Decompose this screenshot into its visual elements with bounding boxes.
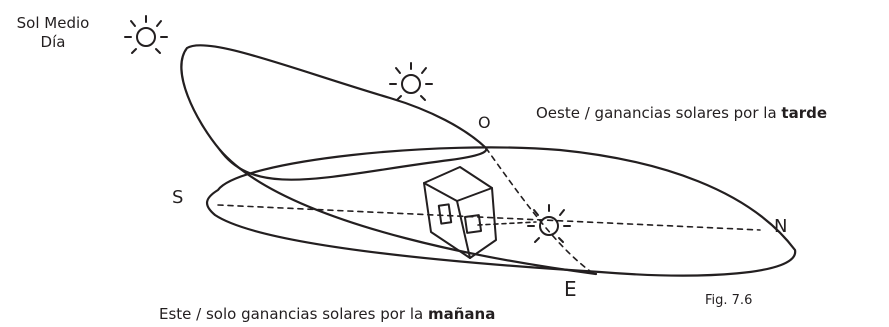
- noon-sun-label: Sol Medio Día: [2, 14, 104, 52]
- cardinal-east-mark: E: [564, 277, 577, 301]
- east-gains-emphasis: mañana: [427, 305, 496, 323]
- figure-number: Fig. 7.6: [705, 293, 753, 308]
- east-gains-label: Este / solo ganancias solares por la mañ…: [159, 305, 495, 323]
- cardinal-north-mark: N: [774, 216, 787, 237]
- sun-icon-noon: [124, 15, 168, 54]
- west-gains-label: Oeste / ganancias solares por la tarde: [536, 104, 827, 122]
- noon-sun-label-line1: Sol Medio: [16, 14, 90, 32]
- sun-icon-afternoon: [389, 62, 433, 101]
- west-gains-text: Oeste / ganancias solares por la: [536, 104, 782, 122]
- cardinal-south-mark: S: [172, 187, 183, 208]
- house-icon: [423, 166, 497, 259]
- west-east-axis: [485, 147, 595, 275]
- south-north-axis: [217, 204, 761, 231]
- sun-path-lower-arc: [218, 148, 598, 276]
- west-gains-emphasis: tarde: [781, 104, 828, 122]
- sun-path-arc: [180, 44, 488, 181]
- horizon-ellipse: [206, 146, 797, 277]
- east-gains-text: Este / solo ganancias solares por la: [159, 305, 428, 323]
- sun-icon-morning: [527, 204, 571, 243]
- house-to-sun-ray: [477, 221, 537, 226]
- noon-sun-label-line2: Día: [40, 33, 66, 51]
- cardinal-west-mark: O: [478, 113, 491, 132]
